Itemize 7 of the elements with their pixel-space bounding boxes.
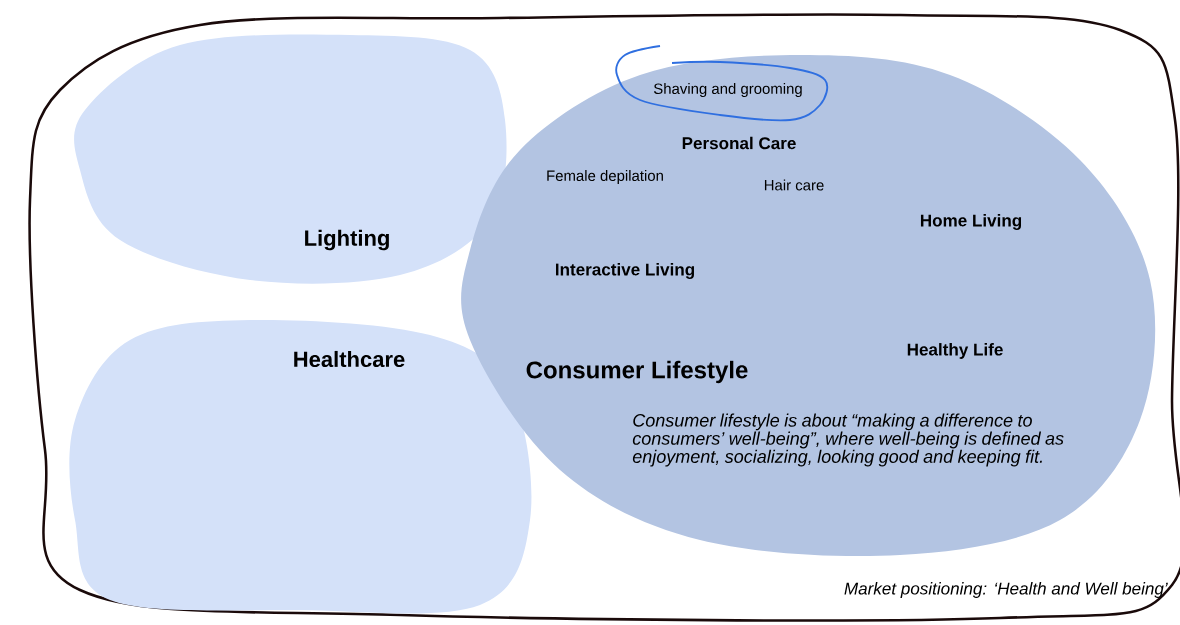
category-label: Home Living [920,214,1022,230]
category-label: Interactive Living [556,263,695,279]
item-label: Hair care [764,179,824,191]
region-blob: Lighting [74,34,507,284]
item-label: Female depilation [547,170,663,184]
category-label: Healthy Life [907,343,1003,359]
encircled-item: Shaving and grooming [615,45,829,122]
